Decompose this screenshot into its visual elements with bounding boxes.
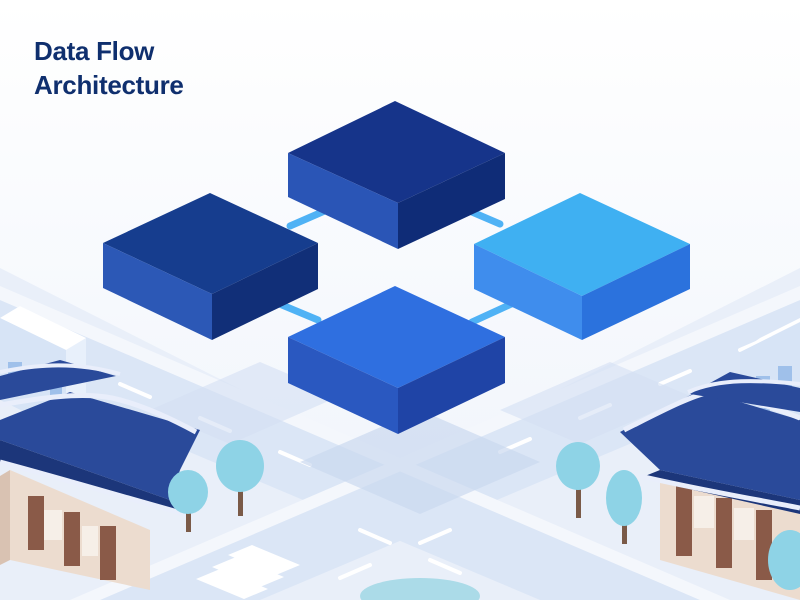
block-right [474,193,690,340]
title-line-1: Data Flow [34,36,155,66]
title-line-2: Architecture [34,70,184,100]
trees [168,440,800,590]
block-left [103,193,318,340]
block-top [288,101,505,249]
crosswalk [196,545,300,599]
hanok-right [620,372,800,600]
tree [216,440,264,516]
tree [168,470,208,532]
street-intersection [0,268,800,600]
tree [768,530,800,590]
plaza-greenery [360,578,480,600]
block-shadow [300,410,540,514]
block-bottom [288,286,505,434]
tree [606,470,642,544]
page-title: Data Flow Architecture [34,34,184,102]
hanok-left [0,360,200,590]
tree [556,442,600,518]
